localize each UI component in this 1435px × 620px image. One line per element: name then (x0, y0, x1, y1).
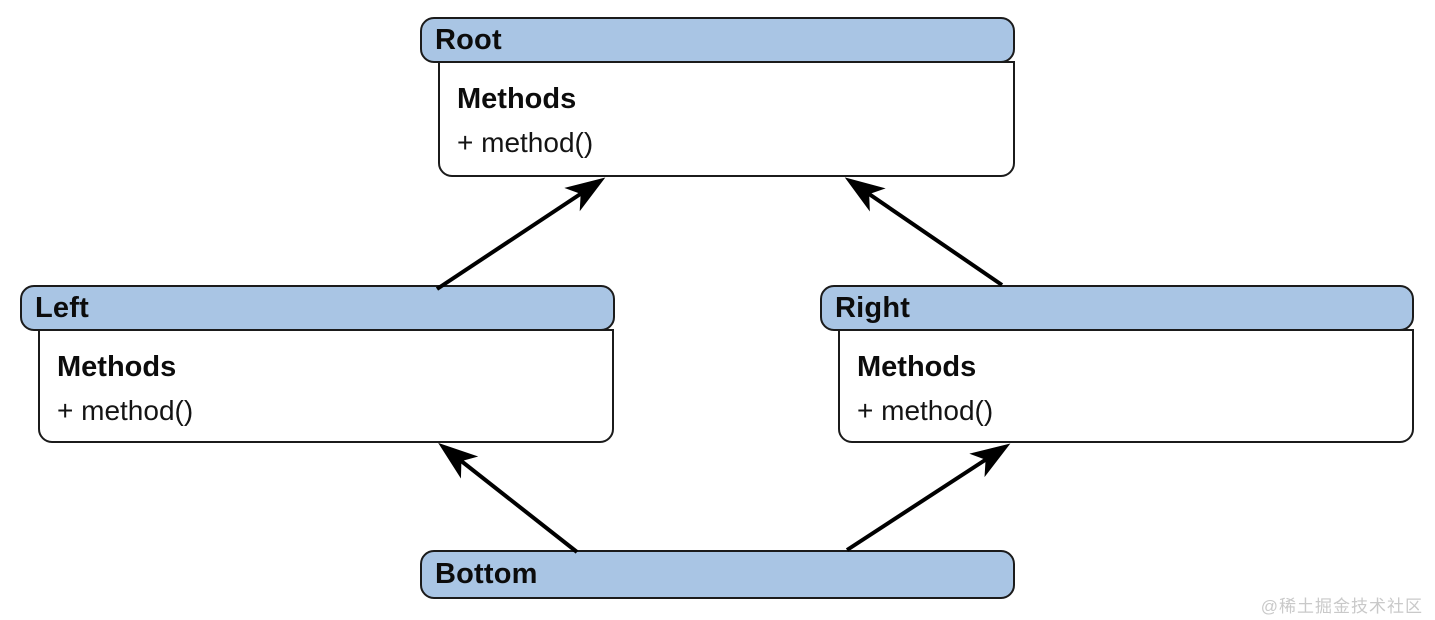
class-node-right: Methods + method() Right (820, 285, 1414, 443)
class-title: Bottom (435, 558, 538, 590)
edge-right-to-root-arrow (844, 177, 1004, 287)
class-node-root-header: Root (420, 17, 1015, 63)
class-node-left-header: Left (20, 285, 615, 331)
class-node-right-body: Methods + method() (838, 329, 1414, 443)
watermark-text: @稀土掘金技术社区 (1260, 597, 1423, 616)
class-node-bottom-header: Bottom (420, 550, 1015, 599)
methods-section-label: Methods (57, 351, 177, 383)
class-title: Left (35, 291, 89, 324)
edge-bottom-to-left-arrow (438, 442, 579, 554)
class-node-left: Methods + method() Left (20, 285, 615, 443)
method-member: + method() (457, 127, 594, 158)
class-node-root-body: Methods + method() (438, 61, 1015, 177)
method-member: + method() (57, 395, 194, 426)
class-node-root: Methods + method() Root (420, 17, 1015, 177)
edge-left-to-root-arrow (435, 177, 606, 291)
class-title: Right (835, 291, 911, 324)
class-title: Root (435, 23, 502, 56)
edge-bottom-to-right-arrow (845, 443, 1011, 552)
class-node-bottom: Bottom (420, 550, 1015, 599)
method-member: + method() (857, 395, 994, 426)
class-node-left-body: Methods + method() (38, 329, 614, 443)
methods-section-label: Methods (457, 83, 577, 115)
class-node-right-header: Right (820, 285, 1414, 331)
methods-section-label: Methods (857, 351, 977, 383)
